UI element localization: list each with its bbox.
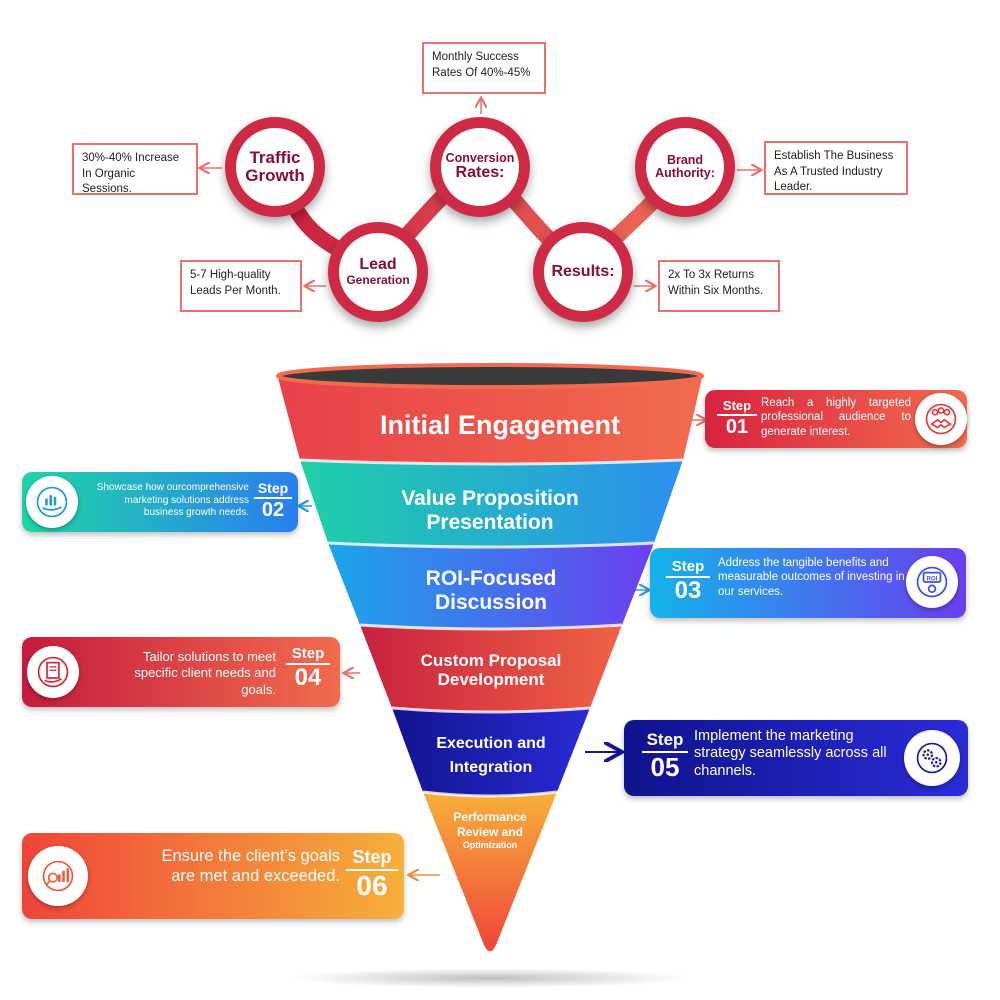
step-word: Step — [346, 847, 398, 871]
funnel-label-3: ROI-Focused Discussion — [330, 567, 652, 614]
step-number: 05 — [650, 752, 680, 782]
node-conversion-rates: Conversion Rates: — [430, 117, 530, 217]
step-card-03: Step 03 Address the tangible benefits an… — [650, 548, 966, 618]
funnel-label-line: ROI-Focused — [425, 567, 557, 590]
node-traffic-growth: Traffic Growth — [225, 117, 325, 217]
node-line: Brand — [666, 152, 704, 167]
funnel-label-1: Initial Engagement — [300, 410, 700, 440]
funnel-label-line: Development — [437, 670, 545, 690]
funnel-label-line: Performance — [453, 810, 527, 824]
node-lead-generation: Lead Generation — [328, 222, 428, 322]
funnel-stage-1 — [278, 378, 702, 464]
funnel-stage-6 — [423, 792, 557, 952]
step-text: Tailor solutions to meet specific client… — [134, 649, 276, 697]
funnel-label-6: Performance Review and Optimization — [430, 810, 550, 851]
funnel-label-line: Integration — [449, 759, 533, 776]
node-line: Rates: — [455, 164, 505, 182]
funnel-label-line: Initial Engagement — [379, 410, 621, 440]
funnel-label-4: Custom Proposal Development — [360, 651, 622, 689]
node-line: Results: — [551, 262, 615, 280]
step-badge: Step 04 — [286, 645, 330, 691]
step-word: Step — [717, 398, 757, 416]
node-brand-authority: Brand Authority: — [635, 117, 735, 217]
funnel-rim — [276, 363, 704, 389]
funnel-label-line: Discussion — [434, 590, 548, 614]
step-card-06: Ensure the client’s goals are met and ex… — [22, 833, 404, 919]
funnel-label-2: Value Proposition Presentation — [300, 487, 680, 534]
analytics-icon — [28, 846, 88, 906]
step-word: Step — [254, 480, 292, 499]
funnel-label-line: Custom Proposal — [420, 651, 562, 670]
step-card-04: Tailor solutions to meet specific client… — [22, 637, 340, 707]
step-card-01: Step 01 Reach a highly targeted professi… — [705, 390, 967, 448]
gears-icon — [904, 730, 960, 786]
step-number: 01 — [725, 416, 749, 438]
step-badge: Step 03 — [666, 558, 710, 604]
step-text: Showcase how ourcomprehensive marketing … — [96, 482, 249, 518]
step-text: Implement the marketing strategy seamles… — [694, 728, 887, 779]
node-results: Results: — [533, 222, 633, 322]
node-line: Growth — [245, 166, 305, 185]
step-number: 04 — [294, 664, 322, 691]
svg-text:ROI: ROI — [927, 576, 938, 582]
funnel-label-line: Review and — [456, 825, 524, 839]
step-word: Step — [286, 645, 330, 665]
document-icon — [27, 646, 79, 698]
step-word: Step — [666, 558, 710, 578]
box-results: 2x To 3x Returns Within Six Months. — [658, 260, 780, 312]
node-line: Authority: — [655, 166, 715, 180]
step-text: Ensure the client’s goals are met and ex… — [161, 847, 340, 885]
box-traffic: 30%-40% Increase In Organic Sessions. — [72, 143, 198, 195]
step-text: Reach a highly targeted professional aud… — [761, 397, 911, 438]
funnel-stage-2 — [300, 460, 683, 547]
funnel-stage-5 — [392, 708, 590, 796]
step-badge: Step 05 — [642, 730, 688, 782]
step-badge: Step 02 — [254, 480, 292, 521]
growth-hand-icon — [26, 476, 78, 528]
node-line: Generation — [346, 273, 410, 288]
box-lead: 5-7 High-quality Leads Per Month. — [180, 260, 302, 312]
step-number: 03 — [674, 577, 702, 604]
step-word: Step — [642, 730, 688, 753]
funnel-label-line: Execution and — [436, 735, 546, 752]
step-number: 02 — [261, 499, 285, 521]
funnel-stage-3 — [328, 543, 654, 629]
handshake-icon — [915, 393, 967, 445]
funnel-label-line: Value Proposition — [401, 487, 579, 510]
step-badge: Step 01 — [717, 398, 757, 438]
step-number: 06 — [356, 870, 388, 901]
box-conversion: Monthly Success Rates Of 40%-45% — [422, 42, 546, 94]
step-badge: Step 06 — [346, 847, 398, 902]
node-line: Conversion — [445, 151, 515, 166]
funnel-stage-4 — [360, 625, 622, 712]
step-card-02: Showcase how ourcomprehensive marketing … — [22, 472, 298, 532]
funnel-label-line: Optimization — [462, 840, 518, 850]
node-line: Traffic — [249, 148, 301, 168]
step-text: Address the tangible benefits and measur… — [718, 557, 905, 598]
node-line: Lead — [359, 256, 397, 274]
funnel-label-5: Execution and Integration — [392, 732, 590, 780]
roi-icon: ROI — [906, 556, 958, 608]
step-card-05: Step 05 Implement the marketing strategy… — [624, 720, 968, 796]
funnel-shadow — [290, 968, 690, 988]
funnel-label-line: Presentation — [426, 510, 554, 534]
box-brand: Establish The Business As A Trusted Indu… — [764, 141, 908, 195]
